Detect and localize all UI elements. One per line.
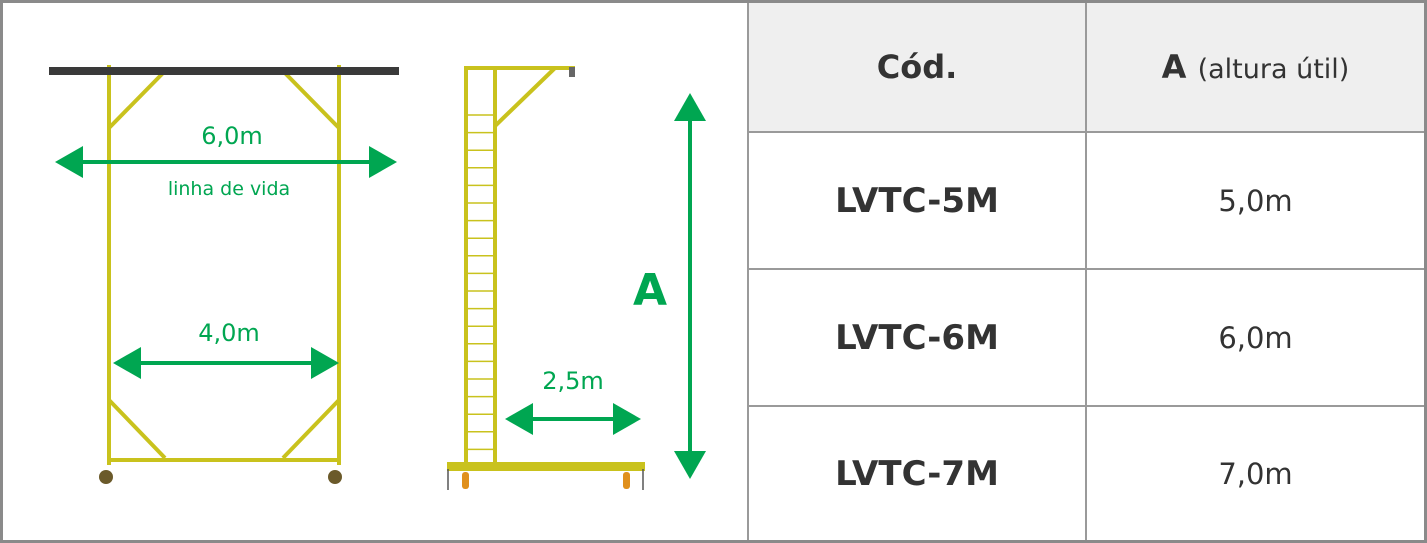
row-height: 7,0m [1085, 405, 1424, 540]
row-code: LVTC-6M [747, 268, 1087, 408]
header-height: A (altura útil) [1085, 3, 1424, 133]
side-view-bracket [569, 67, 575, 77]
header-code: Cód. [747, 3, 1087, 133]
table-row: LVTC-7M 7,0m [747, 405, 1424, 540]
row-height: 5,0m [1085, 130, 1424, 271]
side-view-feet [447, 469, 644, 490]
front-view-frame [107, 65, 341, 465]
table-row: LVTC-6M 6,0m [747, 268, 1424, 408]
table-row: LVTC-5M 5,0m [747, 130, 1424, 271]
side-view-base [447, 462, 645, 471]
side-view-wheels [462, 472, 630, 489]
inner-width-label: 4,0m [198, 319, 260, 347]
height-label: A [633, 265, 667, 316]
row-code: LVTC-5M [747, 130, 1087, 271]
base-width-label: 2,5m [542, 367, 604, 395]
row-height: 6,0m [1085, 268, 1424, 408]
row-code: LVTC-7M [747, 405, 1087, 540]
table-header-row: Cód. A (altura útil) [747, 3, 1424, 133]
lifeline-structure-drawing: 6,0m linha de vida 4,0m 2,5m A [49, 65, 706, 490]
spec-table: Cód. A (altura útil) LVTC-5M 5,0m LVTC-6… [747, 3, 1424, 540]
header-height-desc: (altura útil) [1197, 54, 1350, 85]
side-view-frame [464, 66, 575, 463]
lifeline-beam [49, 67, 399, 75]
header-height-letter: A [1161, 48, 1187, 86]
lifeline-label: linha de vida [168, 178, 290, 200]
width-label: 6,0m [201, 122, 263, 150]
front-wheels [99, 470, 342, 484]
